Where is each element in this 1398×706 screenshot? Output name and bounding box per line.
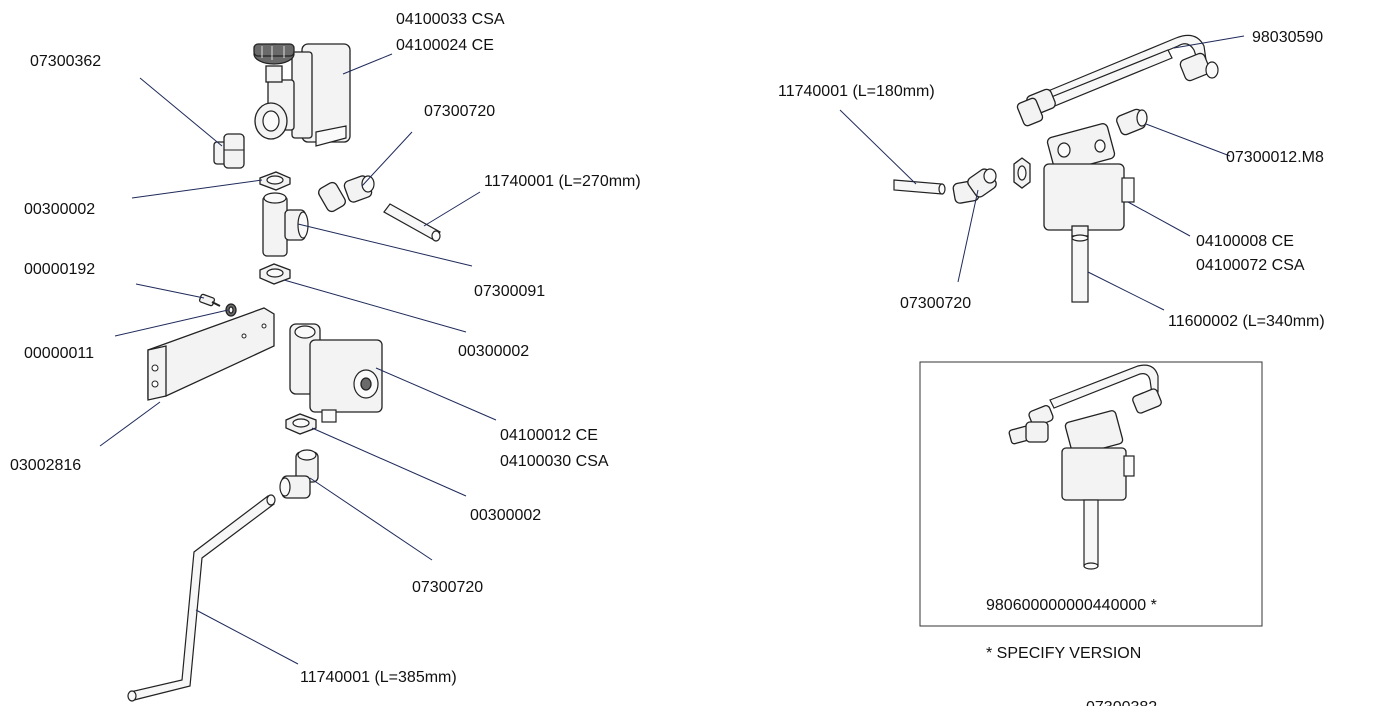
label-elbow-right: 07300720 [900, 295, 971, 312]
specify-version-note: * SPECIFY VERSION [986, 645, 1141, 662]
left-labels: 04100033 CSA 04100024 CE 07300362 073007… [10, 11, 641, 686]
right-hex-nut [1013, 157, 1031, 189]
bracket-03002816 [147, 307, 275, 401]
left-leader-lines [99, 53, 497, 665]
label-fitting-m8: 07300012.M8 [1226, 149, 1324, 166]
tee-07300091 [262, 192, 309, 257]
kit-assembly-box: 980600000000440000 * [919, 361, 1263, 627]
hex-nut-3 [285, 413, 317, 435]
label-u-pipe: 98030590 [1252, 29, 1323, 46]
right-assembly [893, 34, 1219, 303]
label-valve-mid-csa: 04100030 CSA [500, 453, 609, 470]
label-elbow-bottom: 07300720 [412, 579, 483, 596]
right-elbow-07300720 [952, 168, 997, 204]
kit-assembly-thumbnail [1008, 364, 1162, 570]
hex-nut-2 [259, 263, 291, 285]
label-valve-main-ce: 04100024 CE [396, 37, 494, 54]
hex-nut-1 [259, 171, 291, 191]
screw-00000192 [198, 293, 221, 307]
elbow-bottom-07300720 [279, 449, 319, 499]
label-valve-ce: 04100008 CE [1196, 233, 1294, 250]
tube-385mm [127, 494, 276, 702]
label-tee: 07300091 [474, 283, 545, 300]
label-screw: 00000192 [24, 261, 95, 278]
label-nut-1: 00300002 [24, 201, 95, 218]
top-solenoid-valve [253, 43, 351, 147]
middle-solenoid-valve [289, 323, 383, 423]
u-pipe-98030590 [1016, 34, 1219, 127]
tube-270mm [383, 203, 441, 242]
elbow-top-07300720 [318, 175, 375, 213]
right-labels: 11740001 (L=180mm) 98030590 07300012.M8 … [778, 29, 1325, 330]
label-bracket: 03002816 [10, 457, 81, 474]
kit-code: 980600000000440000 * [986, 597, 1157, 614]
label-tube-385: 11740001 (L=385mm) [300, 669, 457, 686]
label-fitting-top: 07300362 [30, 53, 101, 70]
tube-180mm [893, 179, 946, 195]
label-tube-180: 11740001 (L=180mm) [778, 83, 935, 100]
label-tube-340: 11600002 (L=340mm) [1168, 313, 1325, 330]
label-nut-3: 00300002 [470, 507, 541, 524]
left-assembly [127, 43, 441, 702]
label-valve-main-csa: 04100033 CSA [396, 11, 505, 28]
fitting-07300012-m8 [1116, 108, 1148, 136]
fitting-07300362 [213, 133, 245, 169]
tube-340mm [1071, 234, 1089, 303]
label-bottom-cut: 07300382 [1086, 699, 1157, 706]
right-leader-lines [839, 35, 1245, 311]
label-washer: 00000011 [24, 345, 94, 362]
label-nut-2: 00300002 [458, 343, 529, 360]
label-elbow-top: 07300720 [424, 103, 495, 120]
label-valve-csa: 04100072 CSA [1196, 257, 1305, 274]
label-tube-270: 11740001 (L=270mm) [484, 173, 641, 190]
right-solenoid-valve [1043, 123, 1135, 237]
label-valve-mid-ce: 04100012 CE [500, 427, 598, 444]
